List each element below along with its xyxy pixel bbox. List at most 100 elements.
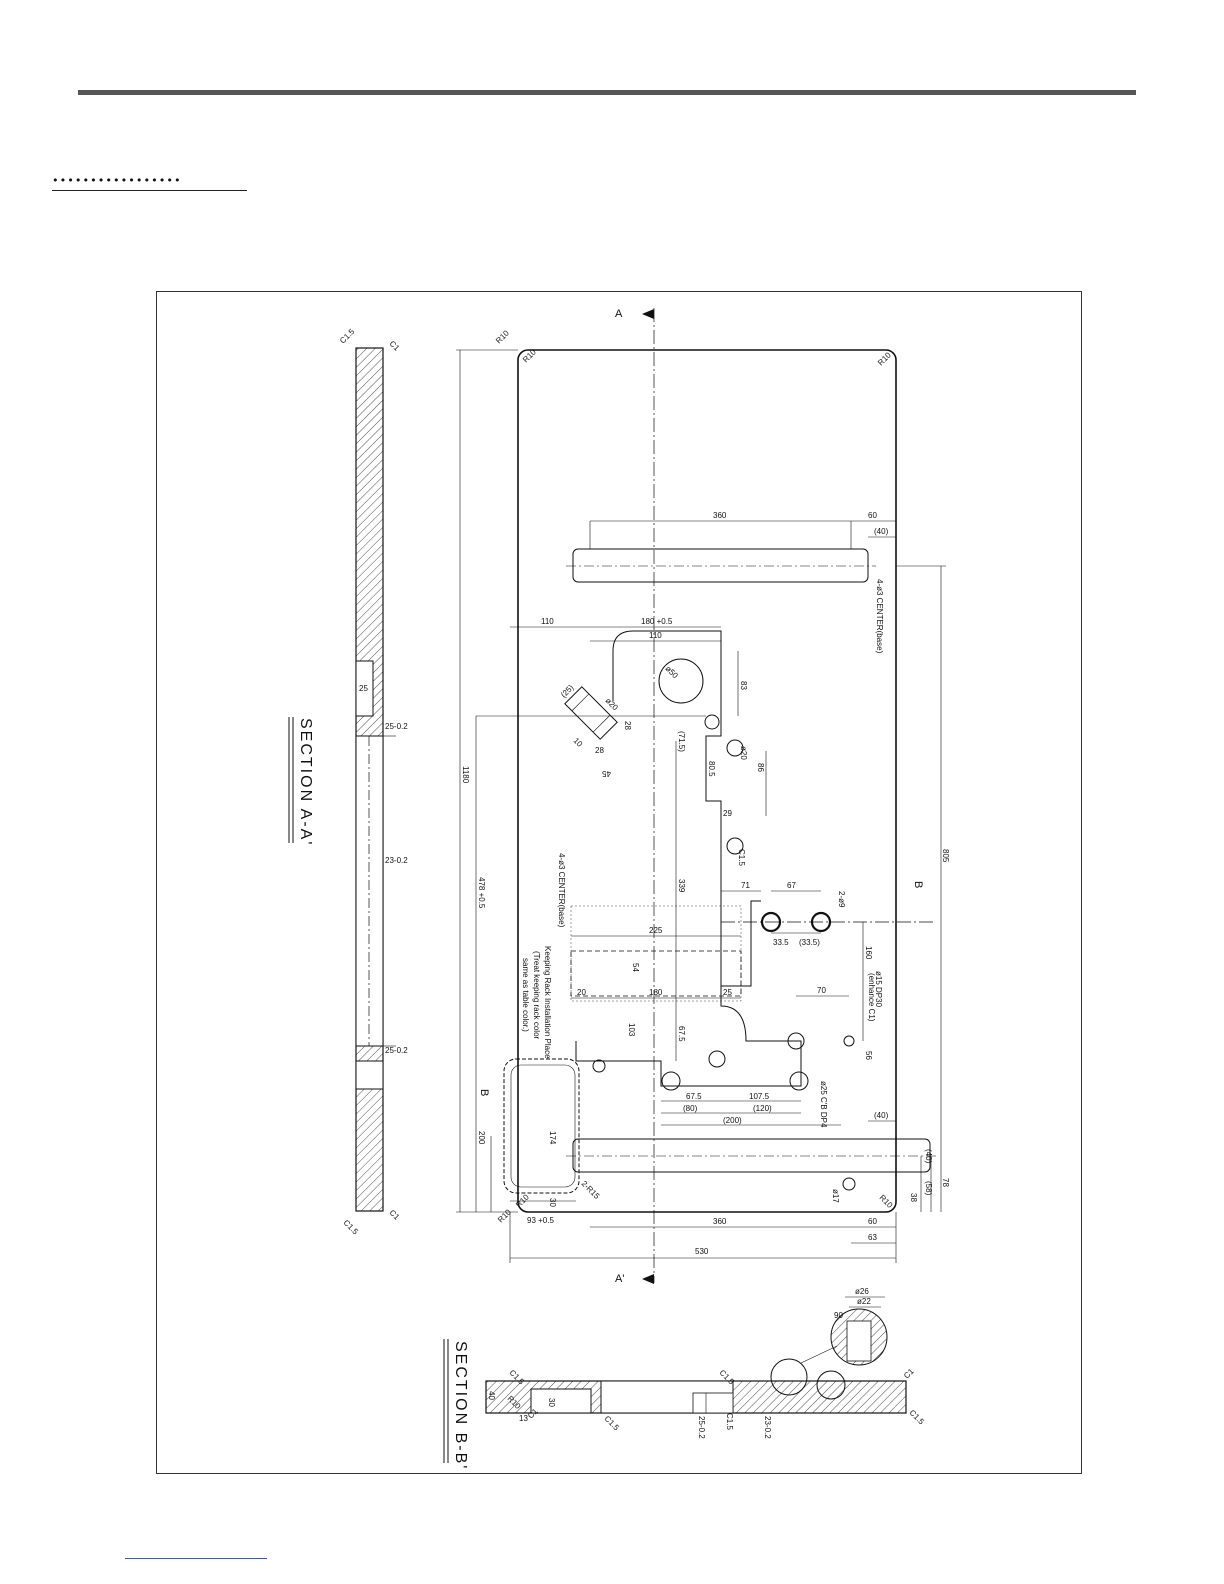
dim-2-phi9: 2-ø9 — [837, 891, 846, 908]
dim-60-top: 60 — [868, 511, 877, 520]
bb-c1-a: C1 — [902, 1366, 916, 1380]
dim-phi15-dp30: ø15 DP30 — [874, 971, 883, 1008]
dim-86: 86 — [756, 763, 765, 772]
radius-r10-e: R10 — [514, 1192, 531, 1209]
marker-b-left: B — [478, 1089, 490, 1096]
dim-54: 54 — [631, 963, 640, 972]
section-bb-view: ø26 ø22 90 40 30 13 25-0.2 23-0.2 C1.5 C… — [443, 1287, 927, 1470]
dim-40-mid: (40) — [874, 1111, 889, 1120]
bb-cl5-b: C1.5 — [603, 1414, 622, 1433]
dim-120: (120) — [753, 1104, 772, 1113]
dim-phi17: ø17 — [831, 1189, 840, 1203]
dim-71: 71 — [741, 881, 750, 890]
plan-view: A A' B B — [456, 308, 950, 1285]
bb-dim-25: 25-0.2 — [697, 1416, 706, 1439]
note-keeping-3: same as table color.) — [521, 958, 530, 1032]
dim-200: (200) — [723, 1116, 742, 1125]
bb-dim-26: ø26 — [855, 1287, 869, 1296]
dim-1180: 1180 — [461, 766, 470, 784]
dim-360-top: 360 — [713, 511, 727, 520]
dim-25: 25 — [723, 988, 732, 997]
dim-103: 103 — [627, 1023, 636, 1037]
dim-phi20-a: ø20 — [604, 696, 621, 713]
dim-70: 70 — [817, 986, 826, 995]
dim-56: 56 — [864, 1051, 873, 1060]
note-keeping-1: Keeping Rack Installation Place — [543, 946, 552, 1059]
dim-phi20-b: ø20 — [739, 746, 748, 760]
dim-67: 67 — [787, 881, 796, 890]
bb-dim-22: ø22 — [857, 1297, 871, 1306]
radius-r10-a: R10 — [494, 328, 511, 345]
marker-a: A — [615, 308, 623, 320]
dim-80-5: 80.5 — [707, 761, 716, 777]
dim-110-b: 110 — [649, 631, 662, 640]
sa-cl5-bot: C1.5 — [342, 1218, 361, 1237]
technical-drawing: 25 25-0.2 23-0.2 25-0.2 C1.5 C1 C1.5 C1 … — [288, 308, 950, 1470]
marker-a-prime: A' — [615, 1273, 624, 1285]
sa-dim-25c: 25-0.2 — [385, 1046, 408, 1055]
dim-107-5: 107.5 — [749, 1092, 770, 1101]
dim-38: 38 — [909, 1193, 918, 1202]
dim-93: 93 +0.5 — [527, 1216, 554, 1225]
dim-2-r15: 2-R15 — [580, 1179, 602, 1201]
dim-63: 63 — [868, 1233, 877, 1242]
chamfer-cl5-right: C1.5 — [737, 849, 746, 866]
footer-link-rule — [125, 1558, 267, 1559]
sa-c1-bot: C1 — [388, 1208, 402, 1222]
drawing-frame: 25 25-0.2 23-0.2 25-0.2 C1.5 C1 C1.5 C1 … — [156, 291, 1082, 1474]
bb-dim-40: 40 — [487, 1391, 496, 1400]
sa-cl5-top: C1.5 — [338, 327, 357, 346]
section-aa-title: SECTION A-A' — [297, 718, 314, 846]
dim-174: 174 — [548, 1131, 557, 1145]
dim-10: 10 — [572, 736, 585, 749]
sa-c1-top: C1 — [388, 339, 402, 353]
sa-dim-23: 23-0.2 — [385, 856, 408, 865]
radius-r10-f: R10 — [878, 1193, 895, 1210]
bb-dim-13: 13 — [519, 1414, 528, 1423]
dim-80: (80) — [683, 1104, 698, 1113]
marker-b-right: B — [912, 881, 924, 888]
dim-28-b: 28 — [595, 746, 604, 755]
note-center-left: 4-ø3 CENTER(base) — [557, 853, 566, 928]
dim-180-b: 180 — [649, 988, 663, 997]
dim-83: 83 — [739, 681, 748, 690]
dim-200-b: 200 — [477, 1131, 486, 1145]
header-rule — [78, 90, 1136, 95]
dim-67-5: 67.5 — [686, 1092, 702, 1101]
dim-78: 78 — [941, 1178, 950, 1187]
dim-phi50: ø50 — [664, 664, 681, 681]
header-dotted-label: ••••••••••••••••• — [52, 175, 247, 191]
dim-58: (58) — [924, 1181, 933, 1196]
dim-110-a: 110 — [541, 617, 554, 626]
dim-28-a: 28 — [623, 721, 632, 730]
dim-160: 160 — [864, 946, 873, 960]
bb-dim-90: 90 — [834, 1311, 843, 1320]
dim-71-5: (71.5) — [677, 731, 686, 752]
note-center-top: 4-ø3 CENTER(base) — [875, 579, 884, 654]
dim-805: 805 — [941, 849, 950, 863]
note-keeping-2: (Treat keeping rack color — [532, 951, 541, 1040]
section-aa-view: 25 25-0.2 23-0.2 25-0.2 C1.5 C1 C1.5 C1 … — [288, 327, 408, 1237]
dim-phi25-cb: ø25 C'B DP4 — [819, 1081, 828, 1128]
dim-530: 530 — [695, 1247, 709, 1256]
dim-45-deg: 45 — [602, 769, 611, 778]
bb-cl5-d: C1.5 — [908, 1408, 927, 1427]
radius-r10-d: R10 — [496, 1207, 513, 1224]
dim-60-bot: 60 — [868, 1217, 877, 1226]
dim-67-5-v: 67.5 — [677, 1026, 686, 1042]
dim-40-top: (40) — [874, 527, 889, 536]
dim-478: 478 +0.5 — [477, 877, 486, 909]
sa-dim-25b: 25-0.2 — [385, 722, 408, 731]
bb-dim-30: 30 — [547, 1398, 556, 1407]
sa-dim-25: 25 — [359, 684, 368, 693]
note-enhance: (enhance C1) — [867, 973, 876, 1022]
dim-33-5-a: 33.5 — [773, 938, 789, 947]
bb-dim-23: 23-0.2 — [763, 1416, 772, 1439]
dim-29: 29 — [723, 809, 732, 818]
dim-20: 20 — [577, 988, 586, 997]
bb-cl5-e: C1.5 — [725, 1413, 734, 1430]
dim-225: 225 — [649, 926, 663, 935]
dim-25-paren: (25) — [559, 683, 576, 700]
dim-40-side: (40) — [924, 1149, 933, 1164]
dim-360-bot: 360 — [713, 1217, 727, 1226]
